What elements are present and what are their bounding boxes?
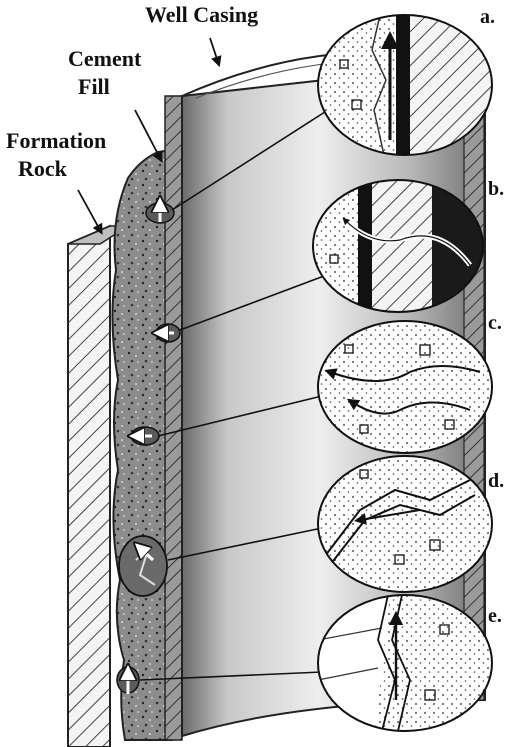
formation-rock-label-line2: Rock (18, 156, 67, 181)
cement-fill-label-line1: Cement (68, 46, 141, 71)
inset-d (318, 456, 492, 592)
inset-letter-b: b. (488, 178, 504, 200)
cement-fill-label-line2: Fill (78, 74, 110, 99)
inset-c (318, 321, 492, 453)
inset-b (313, 180, 483, 312)
inset-letter-d: d. (488, 470, 504, 492)
formation-rock-label-line1: Formation (6, 128, 106, 153)
inset-a (318, 15, 492, 155)
inset-letter-e: e. (488, 605, 502, 627)
casing-wall (165, 96, 182, 740)
inset-e (318, 595, 492, 731)
inset-letter-c: c. (488, 312, 502, 334)
well-casing-label: Well Casing (145, 2, 258, 27)
inset-letter-a: a. (480, 6, 495, 28)
